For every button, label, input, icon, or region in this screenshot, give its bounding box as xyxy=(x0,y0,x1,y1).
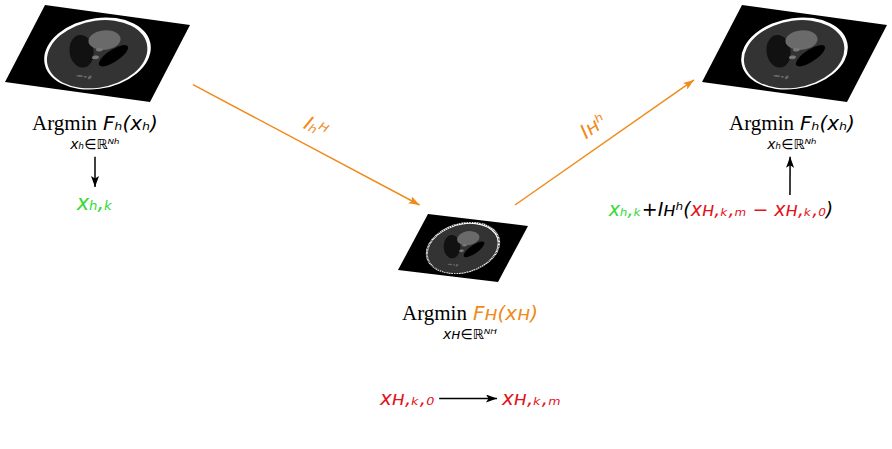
problem-node: ArgminFʜ(xʜ)xʜ∈ℝᴺᴴ xyxy=(380,208,560,344)
arrow-connector xyxy=(515,80,694,205)
problem-node: xₕ,ₖ+Iʜʰ(xʜ,ₖ,ₘ − xʜ,ₖ,₀) xyxy=(556,198,886,222)
math-text: Fʜ(xʜ) xyxy=(473,301,538,326)
problem-node: xʜ,ₖ,₀ xyxy=(378,386,436,411)
fine-image xyxy=(5,5,190,102)
math-text: xʜ,ₖ,ₘ − xʜ,ₖ,₀ xyxy=(691,198,826,222)
fine-image xyxy=(702,5,887,102)
math-text: xₕ,ₖ xyxy=(77,190,113,216)
math-text: +Iʜʰ( xyxy=(642,198,691,222)
operator-label: Iʜʰ xyxy=(575,109,611,144)
problem-node: xₕ,ₖ xyxy=(50,190,140,216)
math-text: xₕ∈ℝᴺʰ xyxy=(767,136,816,154)
math-text: Argmin xyxy=(729,110,794,136)
problem-node: ArgminFₕ(xₕ)xₕ∈ℝᴺʰ xyxy=(0,0,190,154)
arrow-connector xyxy=(94,157,96,187)
text-row: xₕ∈ℝᴺʰ xyxy=(2,136,188,154)
coarse-phantom xyxy=(398,214,528,282)
text-row: xₕ∈ℝᴺʰ xyxy=(699,136,885,154)
math-text: Argmin xyxy=(402,300,467,326)
problem-node: ArgminFₕ(xₕ)xₕ∈ℝᴺʰ xyxy=(697,0,887,154)
math-text: xʜ,ₖ,ₘ xyxy=(502,386,561,411)
coarse-ring-texture xyxy=(416,219,510,277)
text-row: ArgminFʜ(xʜ) xyxy=(382,300,558,326)
coarse-image xyxy=(398,214,528,282)
text-row: ArgminFₕ(xₕ) xyxy=(699,110,885,136)
math-text: xʜ,ₖ,₀ xyxy=(380,386,434,411)
math-text: ) xyxy=(826,198,833,222)
math-text: Argmin xyxy=(32,110,97,136)
math-text: Fₕ(xₕ) xyxy=(800,111,855,136)
problem-node: xʜ,ₖ,ₘ xyxy=(500,386,563,411)
text-row: xʜ,ₖ,ₘ xyxy=(502,386,561,411)
text-row: xₕ,ₖ xyxy=(52,190,138,216)
text-row: xʜ,ₖ,₀ xyxy=(380,386,434,411)
arrow-connector xyxy=(193,85,420,205)
arrow-connector xyxy=(789,157,791,195)
text-row: xʜ∈ℝᴺᴴ xyxy=(382,326,558,344)
math-text: xₕ,ₖ xyxy=(609,198,642,222)
arrow-connector xyxy=(439,398,497,400)
math-text: xₕ∈ℝᴺʰ xyxy=(70,136,119,154)
operator-label: Iₕᴴ xyxy=(300,111,332,143)
text-row: xₕ,ₖ+Iʜʰ(xʜ,ₖ,ₘ − xʜ,ₖ,₀) xyxy=(558,198,884,222)
text-row: ArgminFₕ(xₕ) xyxy=(2,110,188,136)
math-text: Fₕ(xₕ) xyxy=(103,111,158,136)
math-text: xʜ∈ℝᴺᴴ xyxy=(443,326,497,344)
